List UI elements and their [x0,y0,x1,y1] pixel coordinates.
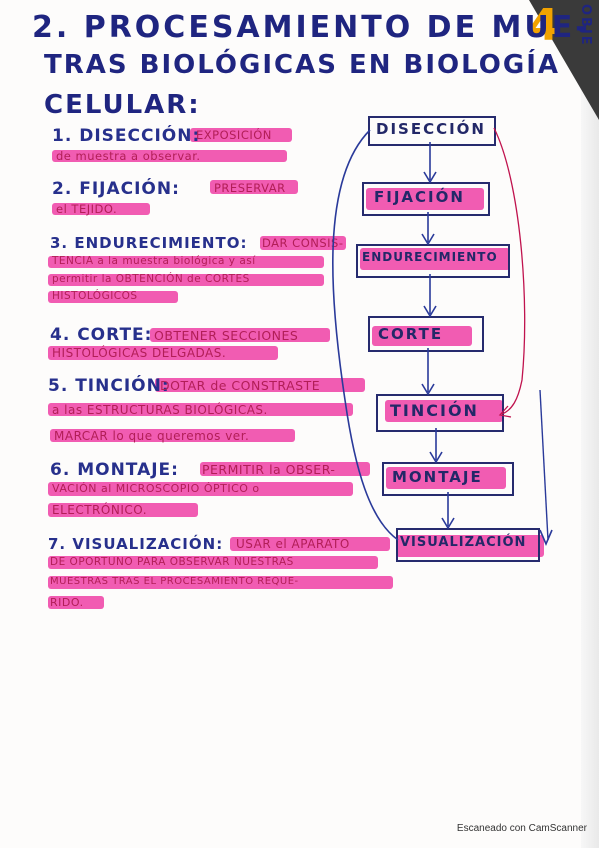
step-6-head: 6. MONTAJE: [50,460,179,480]
flow-box-endurecimiento [356,244,510,278]
arrowhead-2 [421,233,435,246]
flow-label-fijacion: FIJACIÓN [374,188,465,206]
step-7-desc-3: MUESTRAS TRAS EL PROCESAMIENTO REQUE- [50,576,299,587]
step-2-desc-2: el TEJIDO. [56,202,118,216]
highlight [190,128,292,142]
flow-label-visualizacion: VISUALIZACIÓN [400,535,527,550]
arrowhead-right [539,529,553,547]
highlight [155,378,365,392]
flow-highlight [386,467,506,489]
step-6-desc-3: ELECTRÓNICO. [52,503,148,517]
flow-box-fijacion [362,182,490,216]
arrowhead-1 [423,171,437,184]
flow-label-diseccion: DISECCIÓN [376,120,486,138]
step-5-desc-3: MARCAR lo que queremos ver. [54,429,250,443]
highlight [200,462,370,476]
highlight [260,236,346,250]
highlight [48,291,178,303]
step-3-head: 3. ENDURECIMIENTO: [50,234,248,252]
flow-label-corte: CORTE [378,325,444,343]
arrowhead-5 [429,451,443,464]
scan-corner-shadow [529,0,599,120]
flow-highlight [360,248,510,270]
arrowhead-4 [421,383,435,396]
highlight [230,537,390,551]
step-4-desc-2: HISTOLÓGICAS DELGADAS. [52,346,227,360]
step-7-head: 7. VISUALIZACIÓN: [48,535,224,553]
flow-box-visualizacion [396,528,540,562]
step-5-desc-1: DOTAR de CONSTRASTE [160,378,321,393]
highlight [48,596,104,609]
arrowhead-6 [441,517,455,530]
step-3-desc-3: permitir la OBTENCIÓN de CORTES [52,273,250,285]
title-line-3: CELULAR: [44,90,201,120]
flow-label-endurecimiento: ENDURECIMIENTO [362,250,498,264]
highlight [48,346,278,360]
title-line-1: 2. PROCESAMIENTO DE MUE- [32,10,591,45]
highlight [48,403,353,416]
step-6-desc-1: PERMITIR la OBSER- [202,462,336,477]
highlight [52,150,287,162]
highlight [50,429,295,442]
highlight [48,503,198,517]
step-3-desc-1: DAR CONSIS- [262,236,344,250]
flow-highlight [396,535,544,557]
flow-label-tincion: TINCIÓN [390,401,479,420]
title-line-2: TRAS BIOLÓGICAS EN BIOLOGÍA [44,50,561,80]
step-4-desc-1: OBTENER SECCIONES [154,328,299,343]
highlight [48,256,324,268]
arrowhead-red [498,405,512,418]
highlight [210,180,298,194]
highlight [48,274,324,286]
step-5-head: 5. TINCIÓN: [48,376,170,396]
step-2-head: 2. FIJACIÓN: [52,179,180,199]
arrowhead-3 [423,305,437,318]
step-7-desc-4: RIDO. [50,596,84,609]
flow-highlight [385,400,503,422]
step-6-desc-2: VACIÓN al MICROSCOPIO ÓPTICO o [52,482,260,495]
flow-label-montaje: MONTAJE [392,468,483,486]
step-5-desc-2: a las ESTRUCTURAS BIOLÓGICAS. [52,403,268,417]
highlight [48,482,353,496]
flow-highlight [366,188,484,210]
bypass-arrow-left [331,129,399,541]
bypass-arrow-right [539,389,549,541]
step-3-desc-2: TENCIA a la muestra biológica y así [52,255,256,267]
step-3-desc-4: HISTOLÓGICOS [52,290,138,302]
step-1-head: 1. DISECCIÓN: [52,126,201,146]
step-7-desc-2: DE OPORTUNO PARA OBSERVAR NUESTRAS [50,556,294,568]
orange-mark: 4 [528,0,559,51]
step-4-head: 4. CORTE: [50,325,153,345]
highlight [52,203,150,215]
flow-box-corte [368,316,484,352]
flow-highlight [372,326,472,346]
step-1-desc-2: de muestra a observar. [56,149,201,163]
step-2-desc-1: PRESERVAR [214,181,286,195]
highlight [48,556,378,569]
page-edge-shadow [581,0,599,848]
bypass-arrow-red [493,127,526,415]
step-7-desc-1: USAR el APARATO [236,537,350,551]
highlight [48,576,393,589]
side-text: OBJE [578,4,593,47]
step-1-desc-1: EXPOSICIÓN [196,128,272,142]
highlight [150,328,330,342]
scanner-watermark: Escaneado con CamScanner [456,823,587,834]
